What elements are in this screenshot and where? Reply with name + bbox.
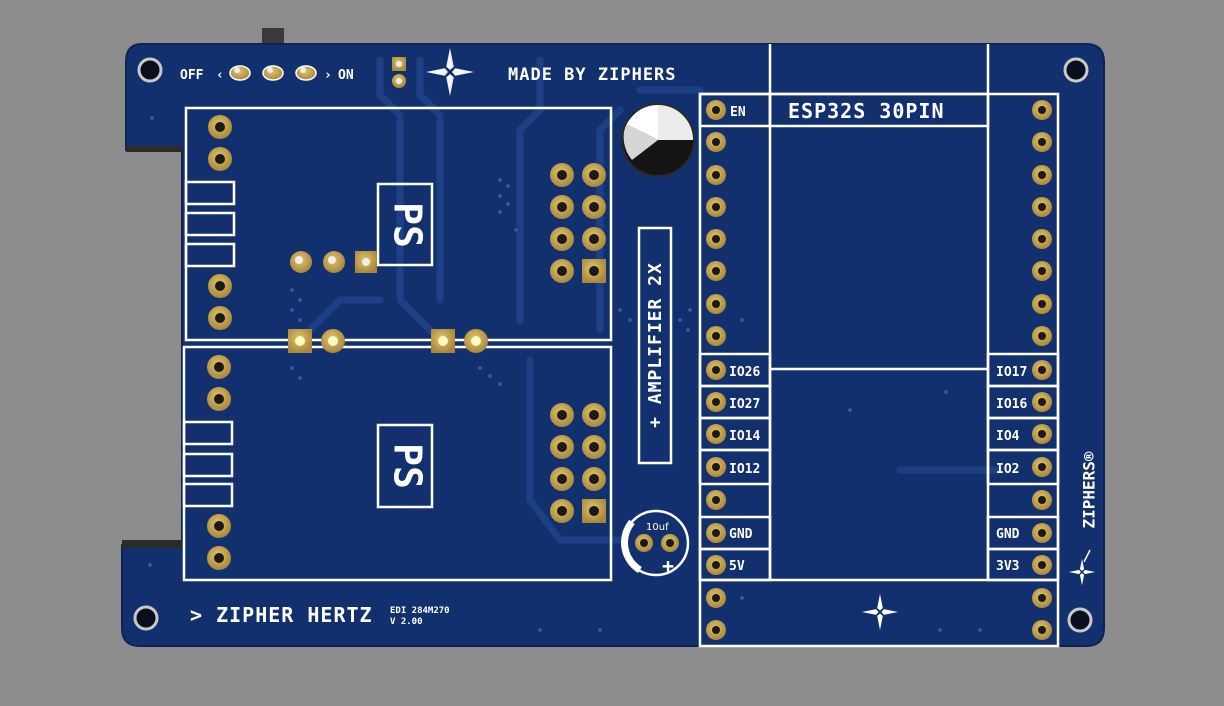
edition-line-2: V 2.00	[390, 617, 423, 627]
pin-label-io16: IO16	[996, 397, 1027, 412]
electrolytic-capacitor	[621, 103, 695, 177]
pin-label-io2: IO2	[996, 462, 1019, 477]
switch-arrow-left: ‹	[216, 68, 224, 83]
module-frame-bottom	[182, 345, 613, 582]
pin-label-io27: IO27	[729, 397, 760, 412]
pin-label-gnd-left: GND	[729, 527, 753, 542]
esp-left-pins	[706, 100, 726, 640]
ps-module-label-bottom: PS	[386, 443, 430, 489]
switch-off-label: OFF	[180, 68, 204, 83]
pin-label-5v: 5V	[729, 559, 745, 574]
pin-label-io4: IO4	[996, 429, 1020, 444]
module-bottom-pads	[207, 355, 606, 570]
switch-arrow-right: ›	[324, 68, 332, 83]
pin-label-io26: IO26	[729, 365, 760, 380]
mounting-holes	[133, 57, 1093, 633]
module-frame-top	[184, 106, 613, 342]
pin-label-en: EN	[730, 105, 746, 120]
amplifier-label-frame	[637, 226, 673, 465]
amplifier-label: + AMPLIFIER 2X	[645, 262, 666, 428]
switch-on-label: ON	[338, 68, 354, 83]
esp-right-label-frames	[986, 352, 1060, 582]
product-name: > ZIPHER HERTZ	[190, 603, 373, 627]
module-top-pads	[208, 115, 606, 330]
ps-module-label-top: PS	[386, 202, 430, 248]
brand-vertical: ZIPHERS®	[1080, 451, 1099, 528]
pin-label-3v3: 3V3	[996, 559, 1019, 574]
star-logo-icon	[426, 48, 474, 96]
star-logo-small-icon	[1068, 558, 1096, 586]
brand-divider	[1083, 549, 1091, 563]
esp-left-labels: EN IO26 IO27 IO14 IO12 GND 5V	[729, 105, 760, 574]
star-logo-bottom-icon	[862, 594, 898, 630]
esp-title: ESP32S 30PIN	[788, 99, 945, 123]
pin-label-gnd-right: GND	[996, 527, 1020, 542]
board-outline	[121, 43, 1105, 647]
pin-label-io12: IO12	[729, 462, 760, 477]
edition-line-1: EDI 284M270	[390, 606, 450, 616]
vias	[148, 116, 982, 632]
capacitor-label: 10uf	[646, 522, 669, 533]
board-edge-left-top	[126, 146, 182, 152]
maker-label: MADE BY ZIPHERS	[508, 65, 677, 85]
capacitor-10uf: +	[621, 509, 690, 578]
pin-label-io17: IO17	[996, 365, 1027, 380]
slide-switch-pads	[229, 65, 317, 81]
bridge-pads	[288, 329, 488, 353]
esp-right-labels: IO17 IO16 IO4 IO2 GND 3V3	[996, 365, 1027, 574]
pin-label-io14: IO14	[729, 429, 760, 444]
capacitor-plus: +	[662, 554, 674, 578]
board-edge-left-bottom	[122, 540, 184, 548]
esp-left-label-frames	[698, 352, 772, 582]
jumper-pads	[392, 57, 406, 88]
esp-right-pins	[1032, 100, 1052, 640]
